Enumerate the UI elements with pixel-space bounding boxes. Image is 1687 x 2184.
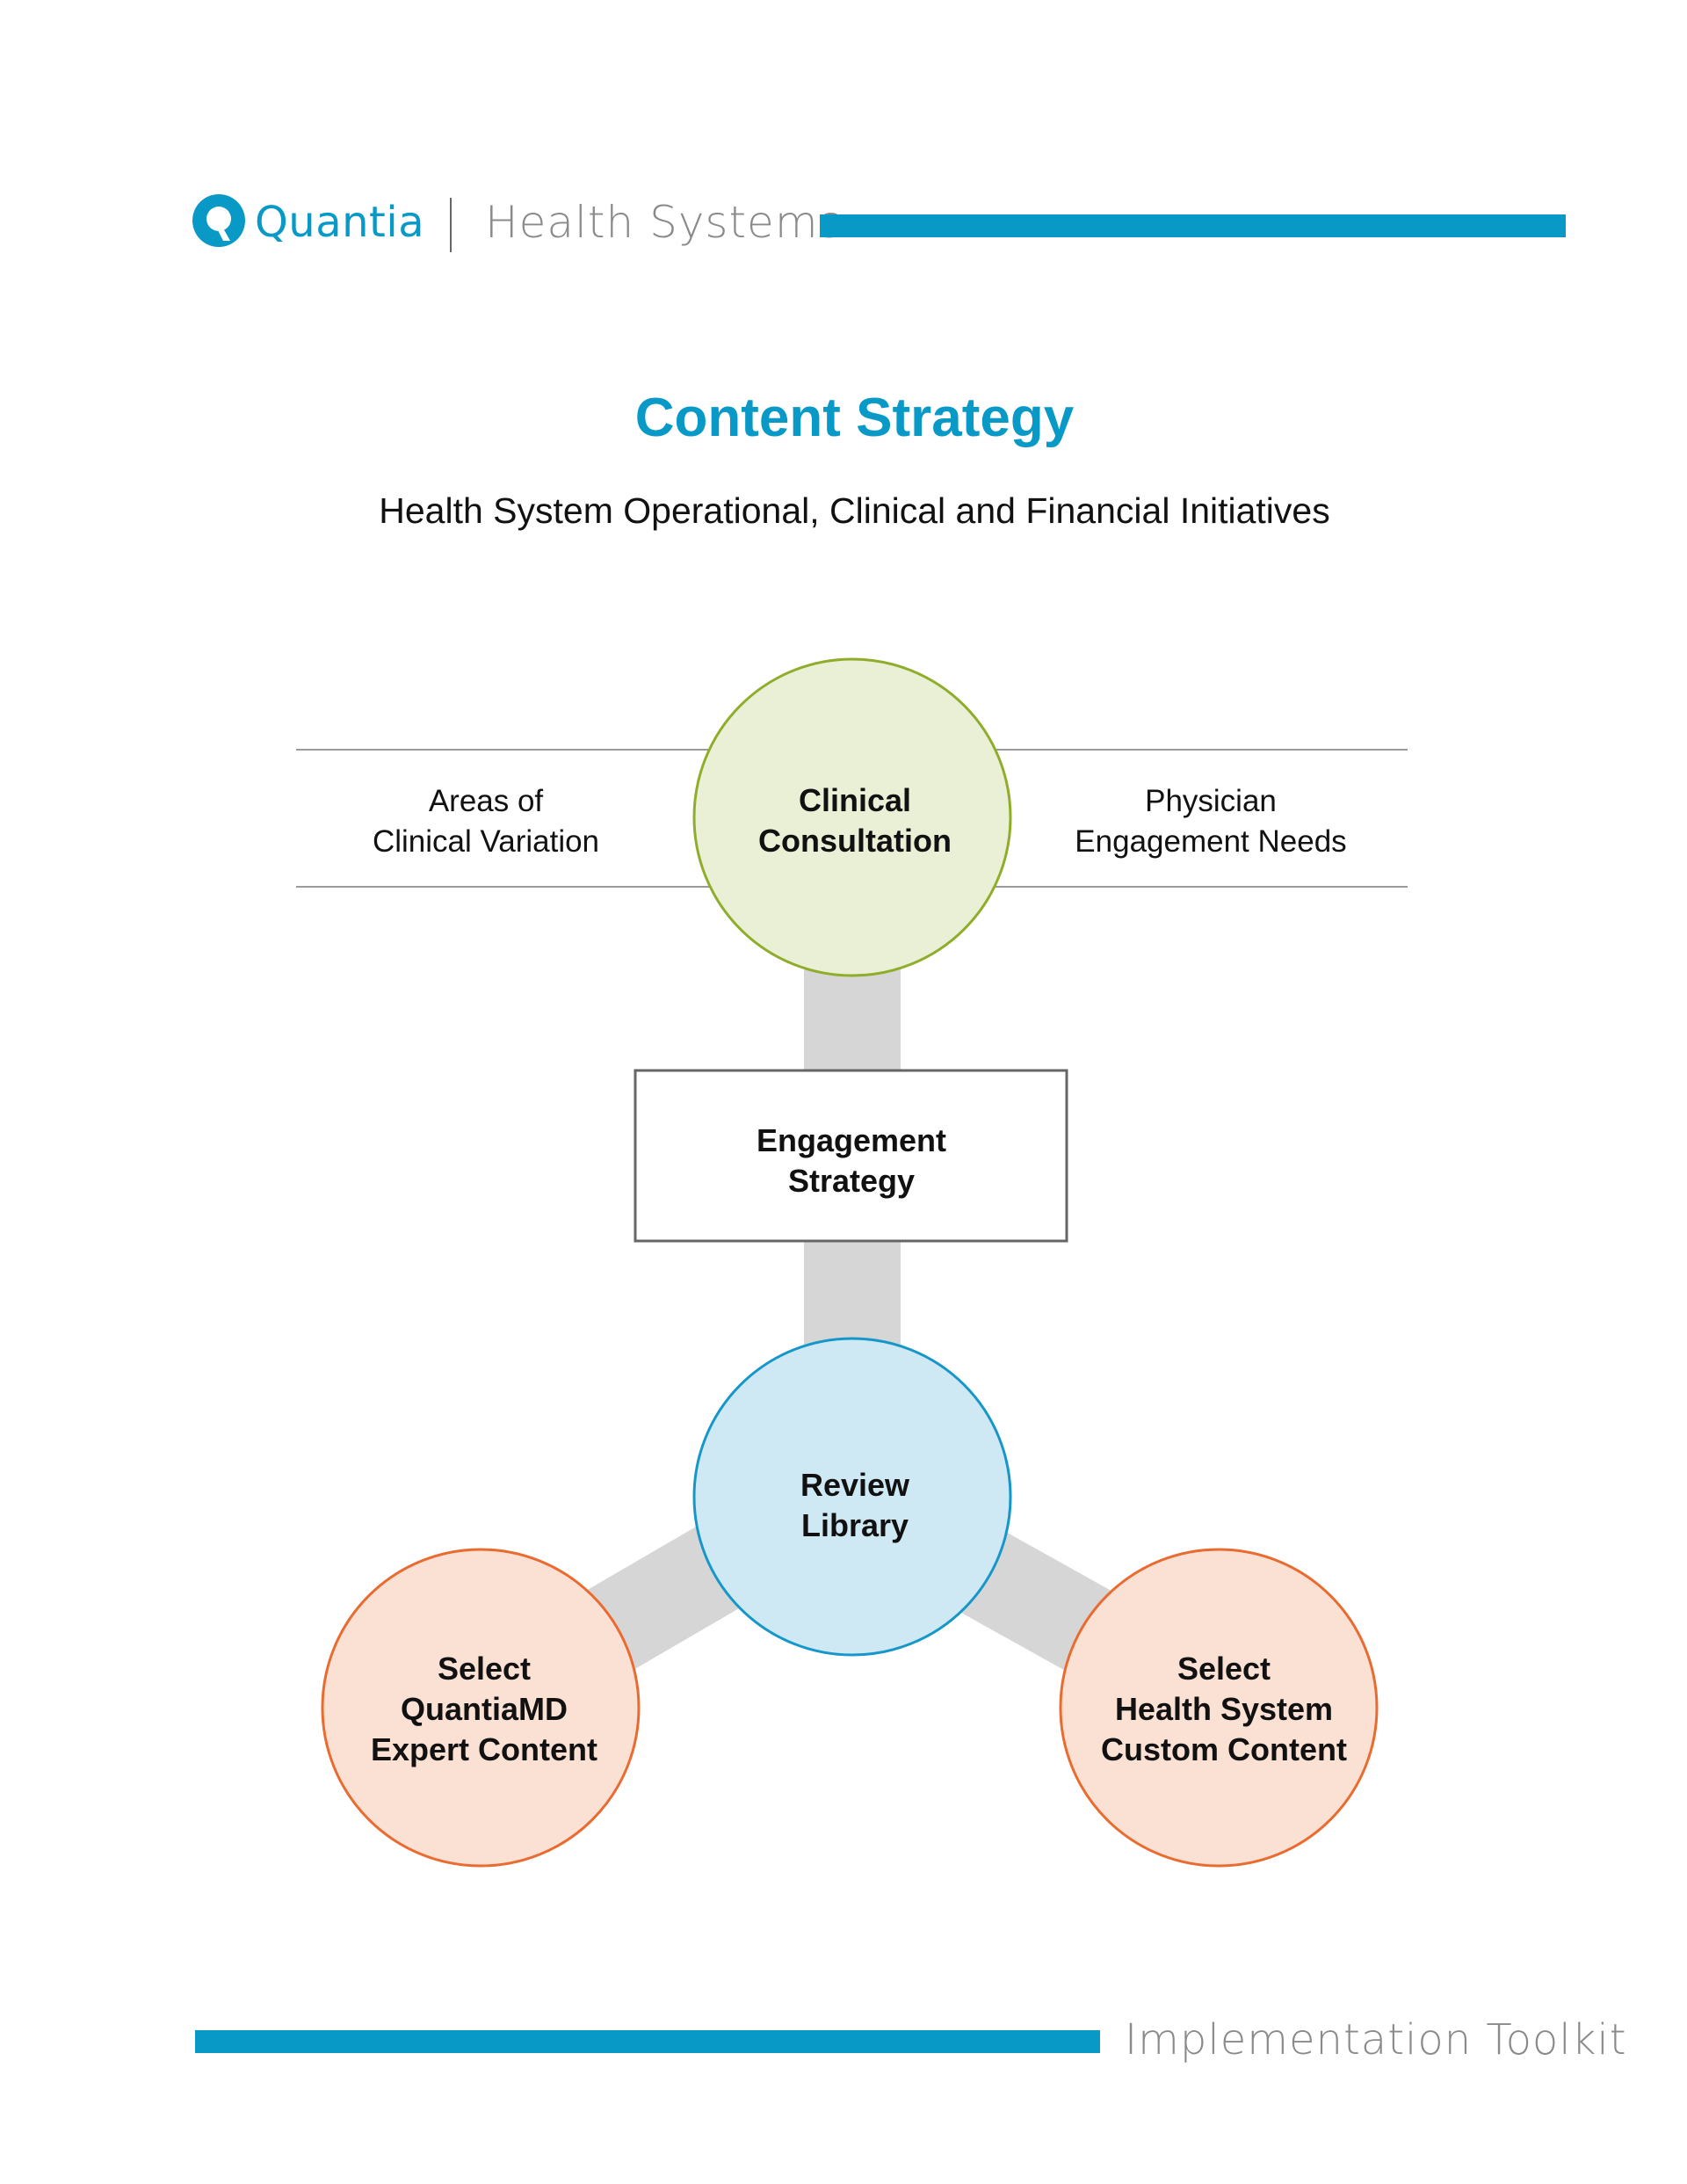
engagement-strategy-box [634,1069,1068,1243]
page-subtitle: Health System Operational, Clinical and … [379,490,1330,531]
clinical-consultation-label: Clinical Consultation [758,782,952,859]
header-accent-bar [820,214,1566,237]
physician-engagement-needs-label: Physician Engagement Needs [1075,784,1347,859]
clinical-consultation-circle [692,657,1012,977]
custom-content-circle [1059,1548,1379,1868]
select-custom-content-label: Select Health System Custom Content [1101,1651,1347,1767]
footer-label: Implementation Toolkit [1125,2015,1627,2064]
areas-of-clinical-variation-label: Areas of Clinical Variation [372,784,600,859]
brand-name: Quantia [255,198,425,247]
header-divider [450,198,452,252]
page-title: Content Strategy [634,388,1075,448]
quantia-q-logo-icon [192,193,246,248]
review-library-circle [692,1337,1012,1657]
expert-content-circle [321,1548,641,1868]
product-name: Health Systems [485,197,843,248]
engagement-strategy-label: Engagement Strategy [756,1122,947,1199]
select-expert-content-label: Select QuantiaMD Expert Content [370,1651,597,1767]
review-library-label: Review Library [800,1467,910,1543]
footer-accent-bar [195,2030,1100,2053]
